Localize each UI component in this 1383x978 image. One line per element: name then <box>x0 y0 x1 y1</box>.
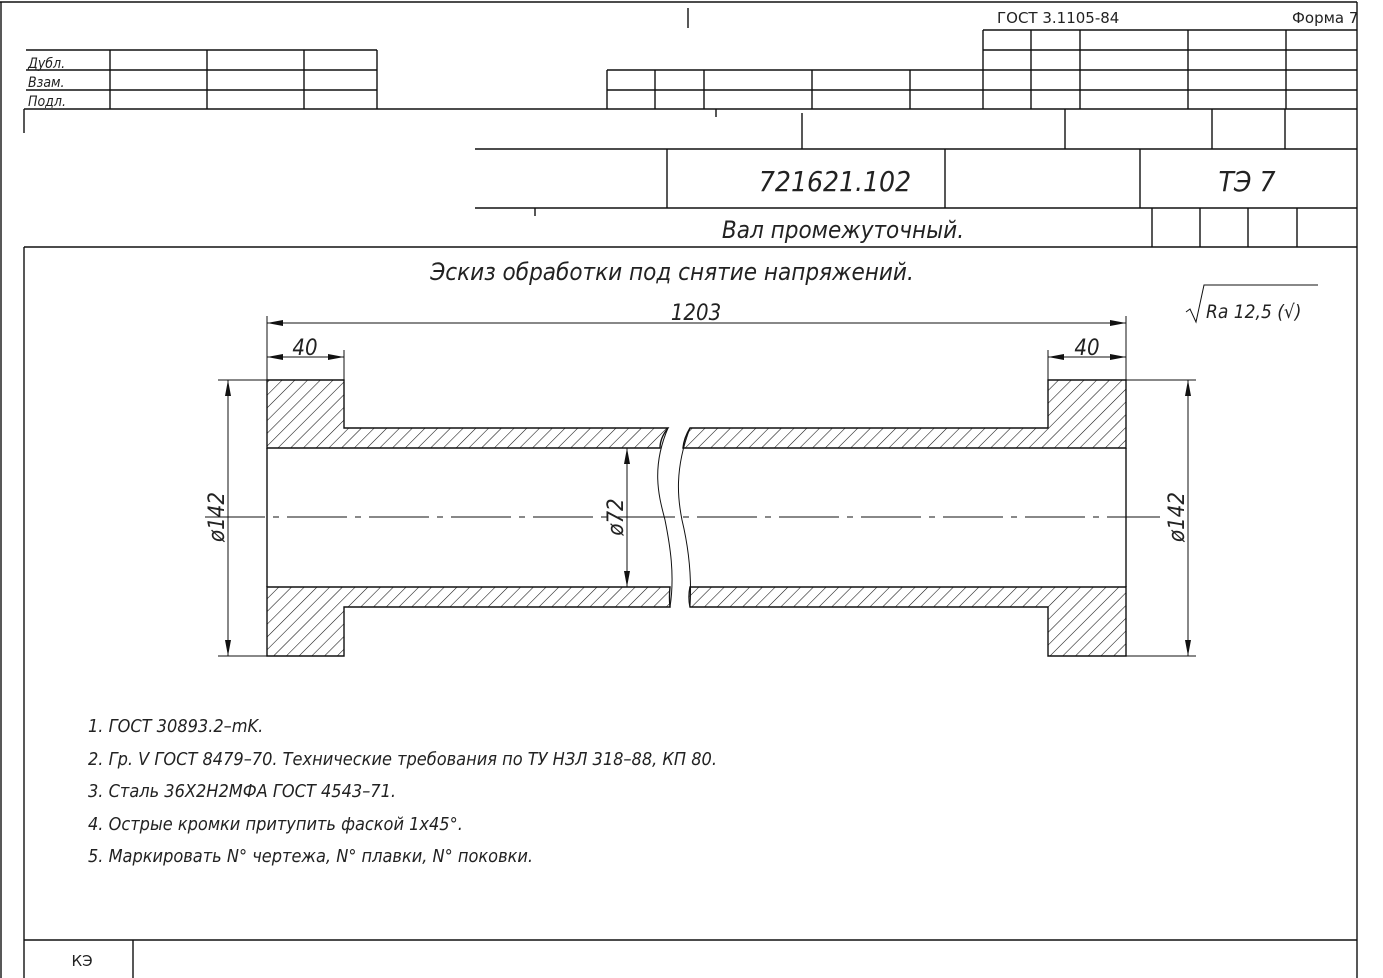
roughness-symbol: Ra 12,5 (√) <box>1185 284 1318 324</box>
revision-table: Дубл. Взам. Подл. <box>26 49 378 110</box>
row-label-dubl: Дубл. <box>27 56 65 72</box>
note-item: 1. ГОСТ 30893.2–mK. <box>88 716 263 737</box>
hatch-top-left <box>266 379 670 449</box>
note-item: 5. Маркировать N° чертежа, N° плавки, N°… <box>88 846 533 867</box>
part-name: Вал промежуточный. <box>722 216 964 244</box>
dimensions <box>218 316 1196 657</box>
note-item: 4. Острые кромки притупить фаской 1х45°. <box>88 814 463 835</box>
dim-right-diameter: ø142 <box>1165 492 1190 543</box>
dim-left-flange: 40 <box>292 336 317 361</box>
dim-bore-diameter: ø72 <box>604 498 629 536</box>
dim-overall-length: 1203 <box>671 301 721 326</box>
hatch-bottom-left <box>266 586 671 657</box>
header-grid <box>24 29 1357 248</box>
footer-code: КЭ <box>71 952 92 970</box>
document-code: ТЭ 7 <box>1219 165 1276 198</box>
row-label-podl: Подл. <box>28 94 66 110</box>
note-item: 3. Сталь 36Х2Н2МФА ГОСТ 4543–71. <box>88 781 396 802</box>
note-item: 2. Гр. V ГОСТ 8479–70. Технические требо… <box>88 749 717 770</box>
technical-notes: 1. ГОСТ 30893.2–mK. 2. Гр. V ГОСТ 8479–7… <box>88 716 717 867</box>
hatch-top-right <box>682 379 1127 449</box>
sketch-title: Эскиз обработки под снятие напряжений. <box>429 258 914 286</box>
document-number: 721621.102 <box>759 165 911 198</box>
shaft-section <box>205 379 1160 657</box>
gost-standard: ГОСТ 3.1105-84 <box>997 9 1119 27</box>
break-line-left <box>657 427 673 608</box>
break-line-right <box>677 427 692 608</box>
roughness-value: Ra 12,5 (√) <box>1206 301 1301 323</box>
dim-left-diameter: ø142 <box>205 492 230 543</box>
row-label-vzam: Взам. <box>28 75 65 91</box>
footer-row: КЭ <box>24 939 1357 978</box>
hatch-bottom-right <box>688 586 1127 657</box>
form-number: Форма 7 <box>1292 9 1358 27</box>
dim-right-flange: 40 <box>1074 336 1099 361</box>
